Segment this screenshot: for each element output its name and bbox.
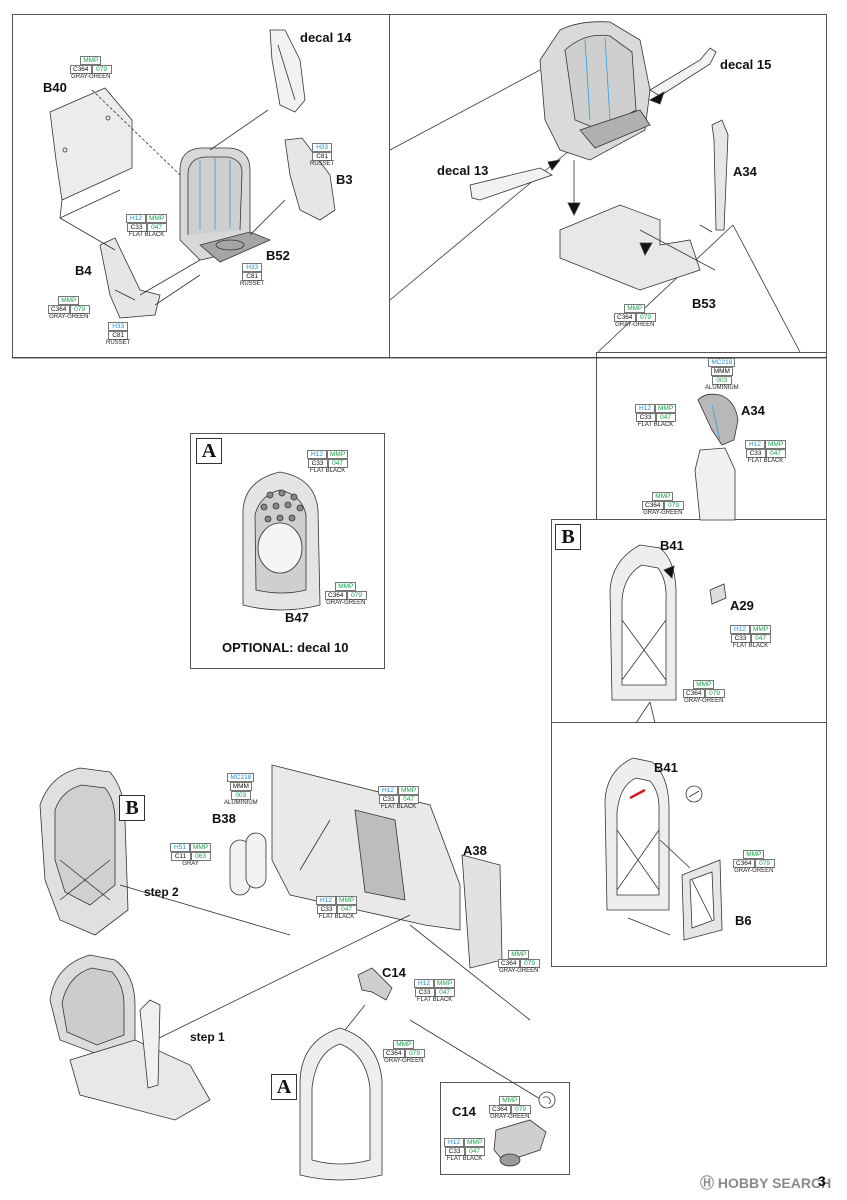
label-step2: step 2	[144, 885, 179, 899]
panel-top-right	[389, 14, 827, 358]
label-decal15: decal 15	[720, 57, 772, 72]
option-a-box-bottom: A	[271, 1074, 297, 1100]
panel-option-a	[190, 433, 385, 669]
label-b41-lower: B41	[654, 760, 678, 775]
label-a29: A29	[730, 598, 754, 613]
label-b6: B6	[735, 913, 752, 928]
watermark-logo-icon: Ⓗ	[700, 1175, 718, 1191]
panel-option-b-lower	[551, 722, 827, 967]
page-number: 3	[818, 1173, 826, 1189]
label-b38: B38	[212, 811, 236, 826]
option-a-box-top: A	[196, 438, 222, 464]
label-a38: A38	[463, 843, 487, 858]
label-decal13: decal 13	[437, 163, 489, 178]
label-decal14: decal 14	[300, 30, 352, 45]
label-b3: B3	[336, 172, 353, 187]
label-step1: step 1	[190, 1030, 225, 1044]
label-b41-upper: B41	[660, 538, 684, 553]
label-optional-decal10: OPTIONAL: decal 10	[222, 640, 349, 655]
label-b40: B40	[43, 80, 67, 95]
label-a34: A34	[733, 164, 757, 179]
label-c14: C14	[382, 965, 406, 980]
label-c14-detail: C14	[452, 1104, 476, 1119]
label-b47: B47	[285, 610, 309, 625]
watermark: Ⓗ HOBBY SEARCH	[700, 1175, 832, 1191]
label-b4: B4	[75, 263, 92, 278]
option-b-box-mid: B	[555, 524, 581, 550]
label-b53: B53	[692, 296, 716, 311]
label-a34-detail: A34	[741, 403, 765, 418]
panel-c14-detail	[440, 1082, 570, 1175]
label-b52: B52	[266, 248, 290, 263]
option-b-box-left: B	[119, 795, 145, 821]
